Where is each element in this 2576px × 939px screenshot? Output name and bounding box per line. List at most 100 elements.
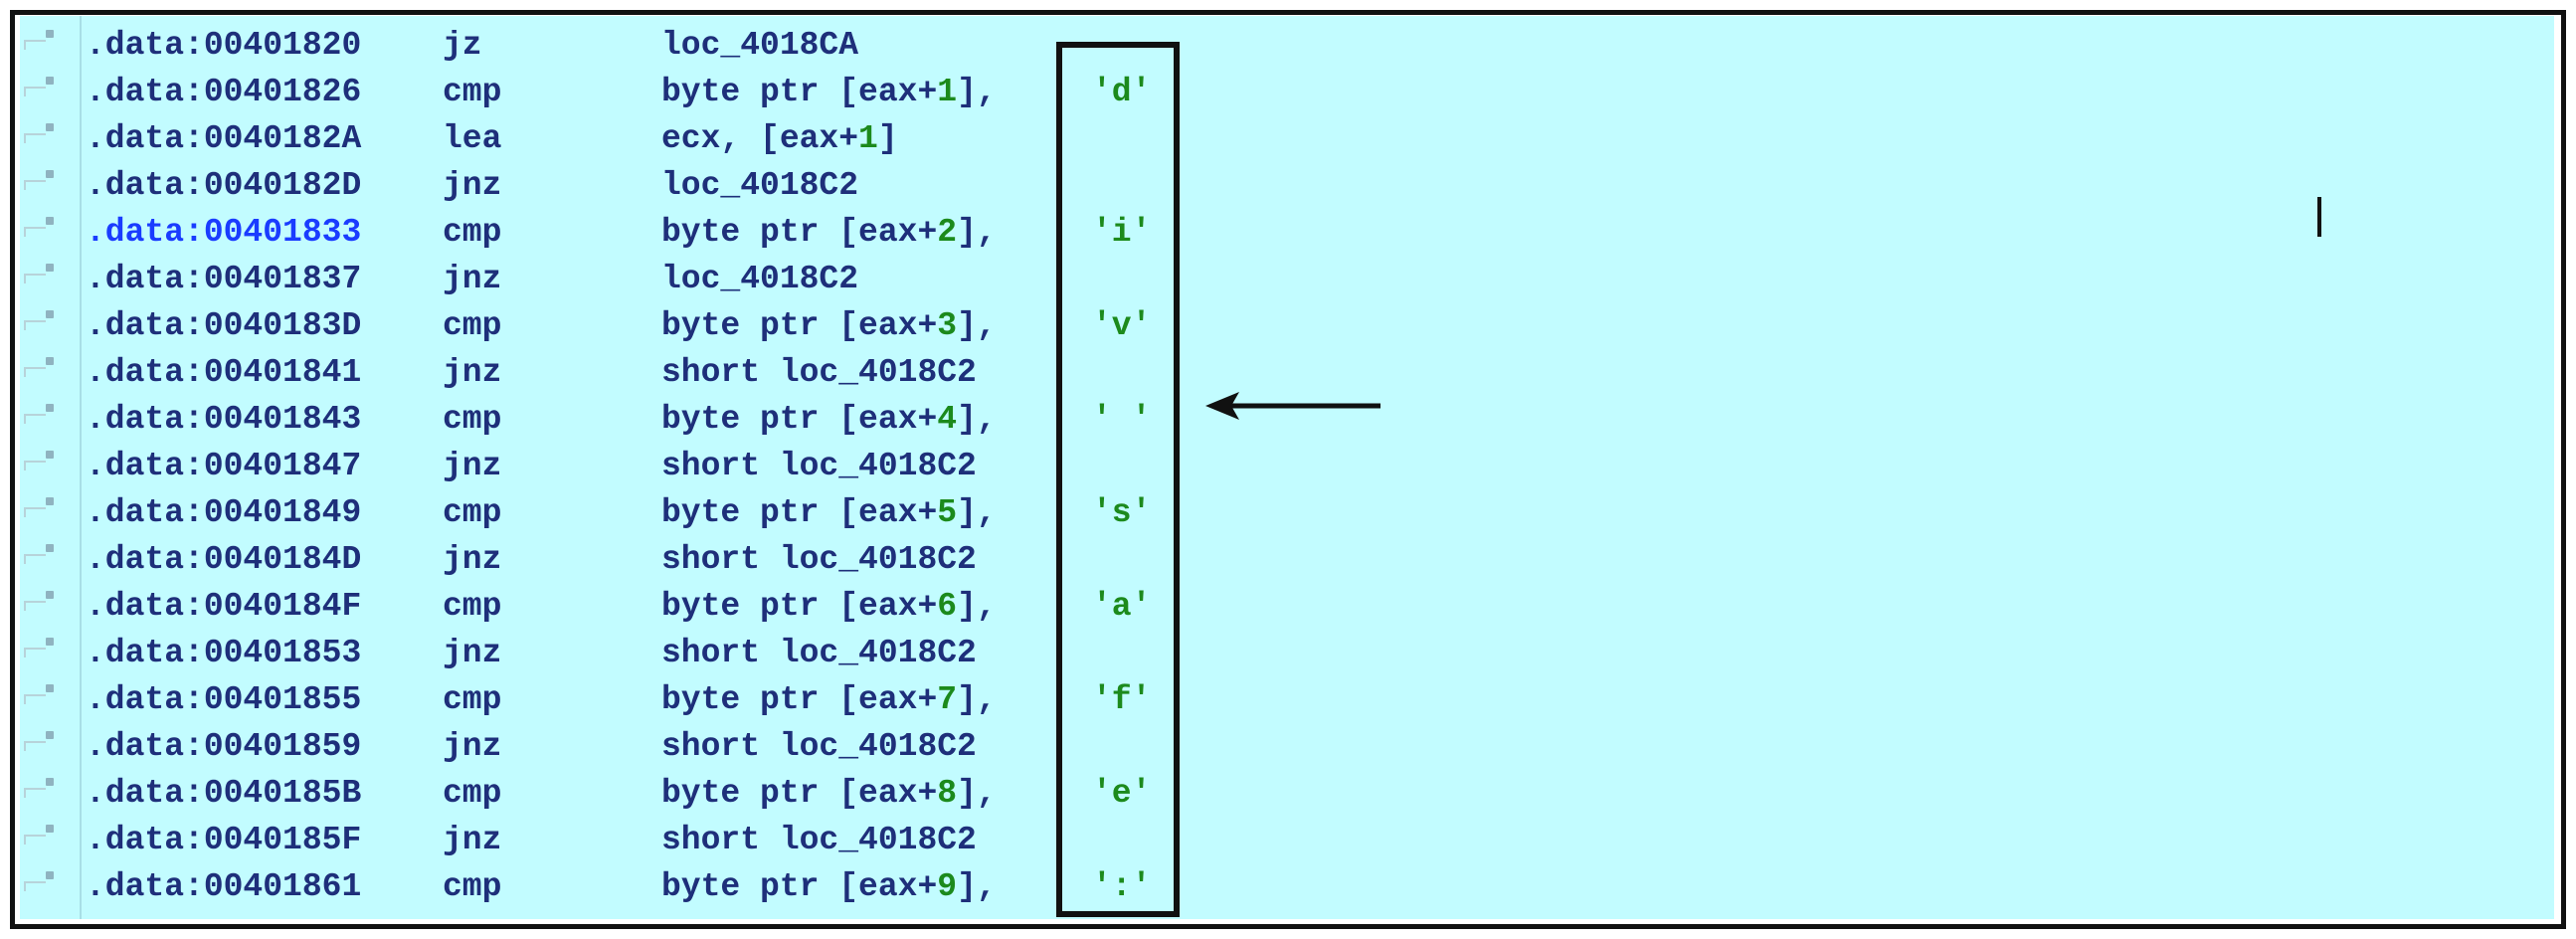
operand-text: byte ptr [eax+ (661, 214, 938, 251)
operand-offset: 1 (937, 74, 958, 110)
flow-tick-icon (24, 507, 46, 517)
line-gutter (20, 16, 82, 919)
line-marker-icon (46, 30, 54, 38)
line-marker-icon (46, 825, 54, 833)
flow-tick-icon (24, 881, 46, 891)
operand-offset: 3 (937, 307, 958, 344)
operand[interactable]: byte ptr [eax+3], (661, 302, 997, 349)
char-literal: ':' (1092, 868, 1152, 905)
operand-offset: 9 (937, 868, 958, 905)
address[interactable]: .data:0040184D (86, 541, 362, 578)
operand[interactable]: ecx, [eax+1] (661, 115, 898, 162)
flow-tick-icon (24, 87, 46, 96)
address[interactable]: .data:00401855 (86, 681, 362, 718)
address[interactable]: .data:00401826 (86, 74, 362, 110)
operand[interactable]: loc_4018CA (661, 22, 858, 69)
address[interactable]: .data:0040183D (86, 307, 362, 344)
operand[interactable]: short loc_4018C2 (661, 630, 977, 676)
operand-tail: ], (957, 868, 997, 905)
line-marker-icon (46, 123, 54, 131)
operand-text: short loc_4018C2 (661, 448, 977, 484)
operand[interactable]: short loc_4018C2 (661, 817, 977, 863)
char-literal: 'f' (1092, 681, 1152, 718)
address[interactable]: .data:00401843 (86, 401, 362, 438)
operand[interactable]: short loc_4018C2 (661, 536, 977, 583)
code-line[interactable]: .data:00401837 jnz loc_4018C2 (20, 256, 2554, 302)
flow-tick-icon (24, 554, 46, 564)
operand[interactable]: byte ptr [eax+5], (661, 489, 997, 536)
operand[interactable]: byte ptr [eax+1], (661, 69, 997, 115)
operand-text: loc_4018C2 (661, 167, 859, 204)
address[interactable]: .data:00401853 (86, 635, 362, 671)
code-line[interactable]: .data:0040184D jnz short loc_4018C2 (20, 536, 2554, 583)
operand-text: short loc_4018C2 (661, 728, 977, 765)
flow-tick-icon (24, 320, 46, 330)
code-line[interactable]: .data:0040185B cmp byte ptr [eax+8], 'e' (20, 770, 2554, 817)
address[interactable]: .data:0040182A (86, 120, 362, 157)
operand-tail: ], (957, 307, 997, 344)
mnemonic: cmp (443, 214, 502, 251)
address[interactable]: .data:0040185B (86, 775, 362, 812)
operand[interactable]: short loc_4018C2 (661, 723, 977, 770)
operand-text: loc_4018CA (661, 27, 859, 64)
mnemonic: cmp (443, 307, 502, 344)
char-literal: 'a' (1092, 588, 1152, 625)
address[interactable]: .data:0040185F (86, 822, 362, 858)
address[interactable]: .data:00401859 (86, 728, 362, 765)
mnemonic: jnz (443, 261, 502, 297)
operand[interactable]: byte ptr [eax+8], (661, 770, 997, 817)
address[interactable]: .data:00401837 (86, 261, 362, 297)
text-cursor-icon (2317, 197, 2321, 237)
operand[interactable]: loc_4018C2 (661, 256, 858, 302)
operand[interactable]: byte ptr [eax+9], (661, 863, 997, 910)
operand[interactable]: byte ptr [eax+4], (661, 396, 997, 443)
operand-offset: 2 (937, 214, 958, 251)
line-marker-icon (46, 310, 54, 318)
mnemonic: cmp (443, 681, 502, 718)
operand-text: byte ptr [eax+ (661, 588, 938, 625)
operand[interactable]: short loc_4018C2 (661, 443, 977, 489)
address[interactable]: .data:00401849 (86, 494, 362, 531)
mnemonic: jnz (443, 541, 502, 578)
address[interactable]: .data:00401861 (86, 868, 362, 905)
operand[interactable]: byte ptr [eax+7], (661, 676, 997, 723)
address[interactable]: .data:00401841 (86, 354, 362, 391)
address[interactable]: .data:0040184F (86, 588, 362, 625)
operand-text: byte ptr [eax+ (661, 401, 938, 438)
disassembly-view[interactable] (20, 16, 2554, 919)
char-literal: 'e' (1092, 775, 1152, 812)
operand[interactable]: byte ptr [eax+2], (661, 209, 997, 256)
operand-text: byte ptr [eax+ (661, 681, 938, 718)
operand-text: short loc_4018C2 (661, 635, 977, 671)
address[interactable]: .data:00401847 (86, 448, 362, 484)
operand-text: byte ptr [eax+ (661, 494, 938, 531)
mnemonic: cmp (443, 775, 502, 812)
address[interactable]: .data:00401833 (86, 214, 362, 251)
code-line[interactable]: .data:00401855 cmp byte ptr [eax+7], 'f' (20, 676, 2554, 723)
address[interactable]: .data:0040182D (86, 167, 362, 204)
mnemonic: jnz (443, 822, 502, 858)
code-line[interactable]: .data:0040185F jnz short loc_4018C2 (20, 817, 2554, 863)
line-marker-icon (46, 684, 54, 692)
flow-tick-icon (24, 601, 46, 611)
operand[interactable]: byte ptr [eax+6], (661, 583, 997, 630)
operand[interactable]: loc_4018C2 (661, 162, 858, 209)
address[interactable]: .data:00401820 (86, 27, 362, 64)
operand-text: byte ptr [eax+ (661, 307, 938, 344)
operand-text: short loc_4018C2 (661, 541, 977, 578)
operand[interactable]: short loc_4018C2 (661, 349, 977, 396)
